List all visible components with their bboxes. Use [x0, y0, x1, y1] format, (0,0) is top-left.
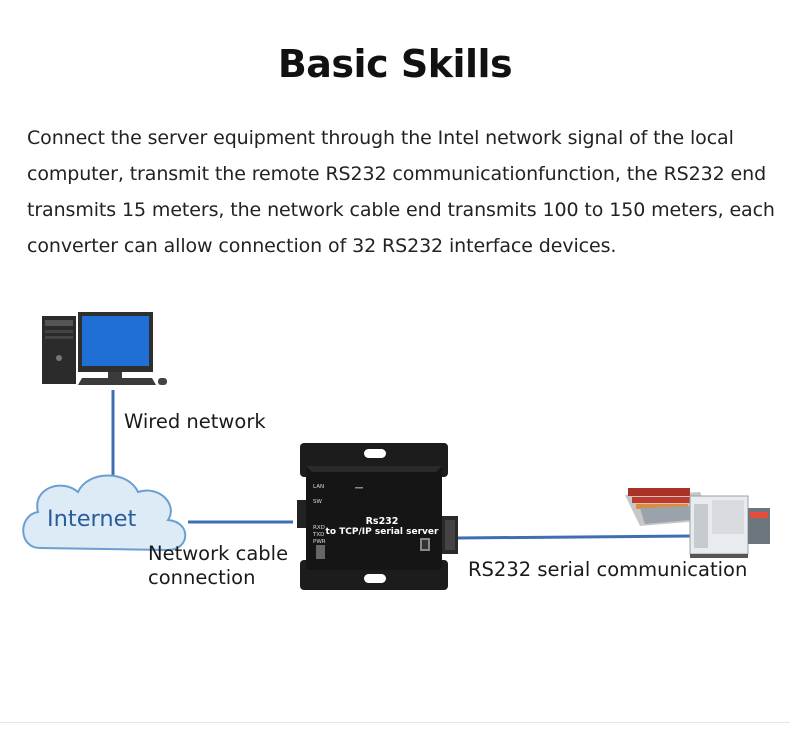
- serial-server-device: [297, 443, 458, 590]
- bottom-divider: [0, 722, 790, 723]
- led-pwr-label: PWR: [313, 539, 326, 545]
- industrial-machine-icon: [625, 488, 770, 558]
- rs232-cable-line: [457, 534, 691, 540]
- rs232-communication-label: RS232 serial communication: [468, 558, 748, 581]
- cloud-icon: [22, 474, 187, 552]
- led-txd-label: TXD: [312, 532, 324, 538]
- internet-label: Internet: [47, 506, 137, 532]
- device-title-line2: to TCP/IP serial server: [326, 527, 439, 537]
- led-rxd-label: RXD: [313, 525, 325, 531]
- network-cable-label-line2: connection: [148, 566, 256, 589]
- network-cable-label-line1: Network cable: [148, 542, 289, 565]
- page-title: Basic Skills: [277, 42, 513, 86]
- description-text: Connect the server equipment through the…: [27, 127, 775, 257]
- device-title-line1: Rs232: [366, 516, 399, 527]
- wired-network-label: Wired network: [124, 410, 266, 433]
- led-lan-label: LAN: [313, 484, 324, 490]
- led-sw-label: SW: [313, 499, 322, 505]
- desktop-computer-icon: [42, 312, 167, 385]
